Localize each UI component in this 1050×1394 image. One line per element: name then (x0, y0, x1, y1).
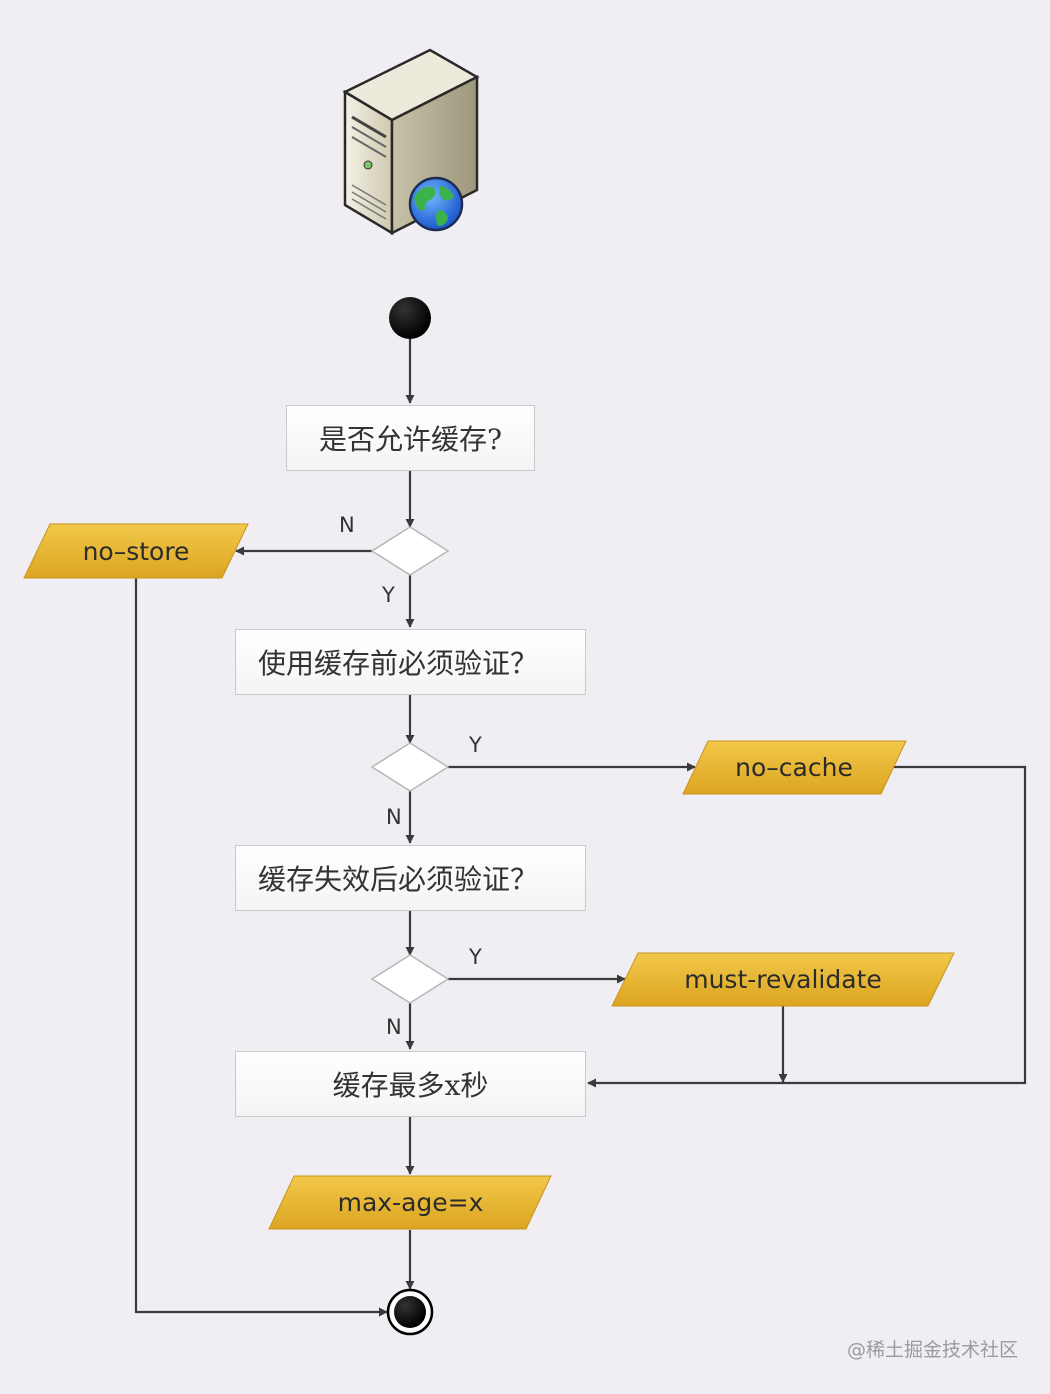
edge-label-validate-before-no: N (386, 805, 402, 829)
must-revalidate-shape (611, 952, 955, 1007)
cache-max-seconds-step: 缓存最多x秒 (235, 1051, 586, 1117)
edge-label-validate-before-yes: Y (469, 733, 482, 757)
edge-label-validate-after-no: N (386, 1015, 402, 1039)
watermark: @稀土掘金技术社区 (846, 1339, 1018, 1361)
validate-before-use-question: 使用缓存前必须验证？ (235, 629, 586, 695)
no-cache-shape (682, 740, 907, 795)
edge-label-allow-yes: Y (382, 583, 395, 607)
decision-diamond-allow-cache (370, 526, 450, 576)
start-node (389, 297, 431, 339)
no-store-shape (23, 523, 249, 579)
edge-label-validate-after-yes: Y (469, 945, 482, 969)
end-node (386, 1288, 434, 1336)
validate-after-expire-question: 缓存失效后必须验证？ (235, 845, 586, 911)
must-revalidate-label: must-revalidate (684, 965, 882, 994)
server-with-globe-icon (342, 48, 480, 236)
max-age-label: max-age=x (337, 1188, 484, 1217)
allow-cache-question: 是否允许缓存? (286, 405, 535, 471)
decision-diamond-validate-after (370, 954, 450, 1004)
no-store-label: no–store (82, 536, 190, 566)
max-age-shape (268, 1175, 552, 1230)
edge-label-allow-no: N (339, 513, 355, 537)
no-cache-label: no–cache (735, 753, 853, 782)
decision-diamond-validate-before (370, 742, 450, 792)
connectors (134, 339, 1027, 1317)
